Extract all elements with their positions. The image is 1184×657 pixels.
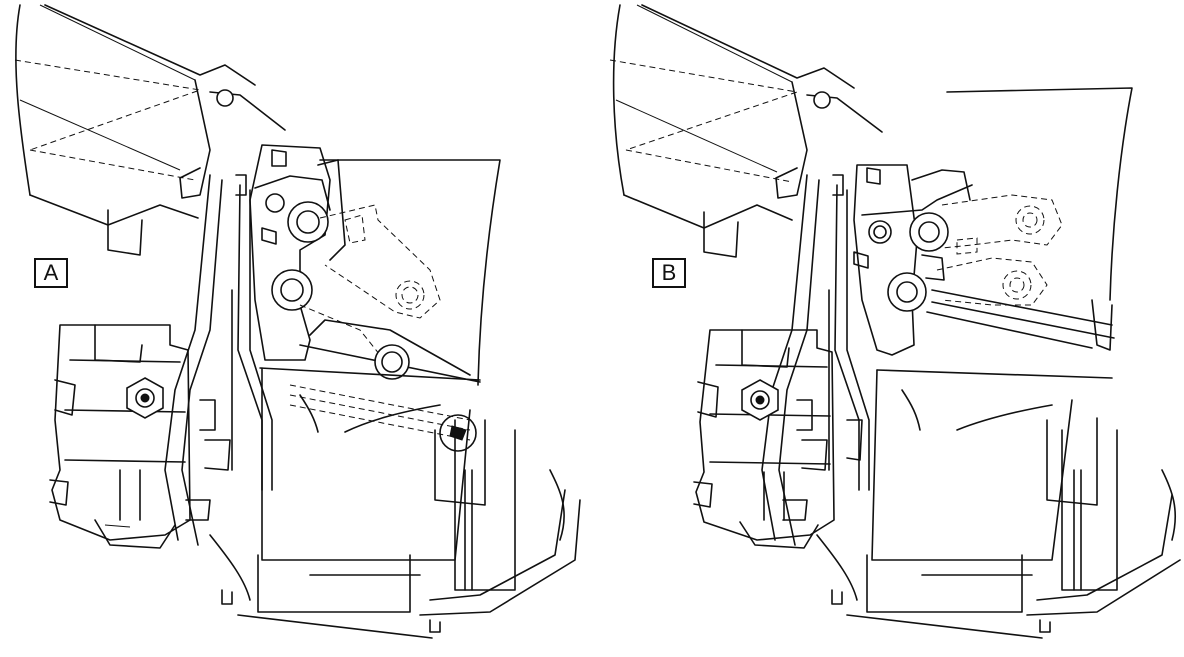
upper-chute [14,4,286,256]
right-funnel [926,87,1133,351]
upper-chute [609,4,883,258]
lower-box [816,369,1181,639]
panel-label-b: B [652,258,686,288]
lever-phantom [299,204,441,356]
panel-b: B [592,0,1184,657]
roller-bracket [853,164,973,356]
panel-a: A [14,4,581,639]
support-rails [164,174,273,546]
panel-label-a: A [34,258,68,288]
valve-body [693,329,835,549]
lever-phantom [936,194,1063,306]
panel-a-drawing [14,4,581,639]
rail-fittings [782,174,863,521]
lower-box [209,367,581,639]
roller-bracket [249,144,346,361]
valve-body [49,324,191,549]
right-funnel [289,159,501,441]
rail-fittings [185,174,247,521]
support-rails [761,174,870,546]
panel-b-drawing [609,4,1181,639]
